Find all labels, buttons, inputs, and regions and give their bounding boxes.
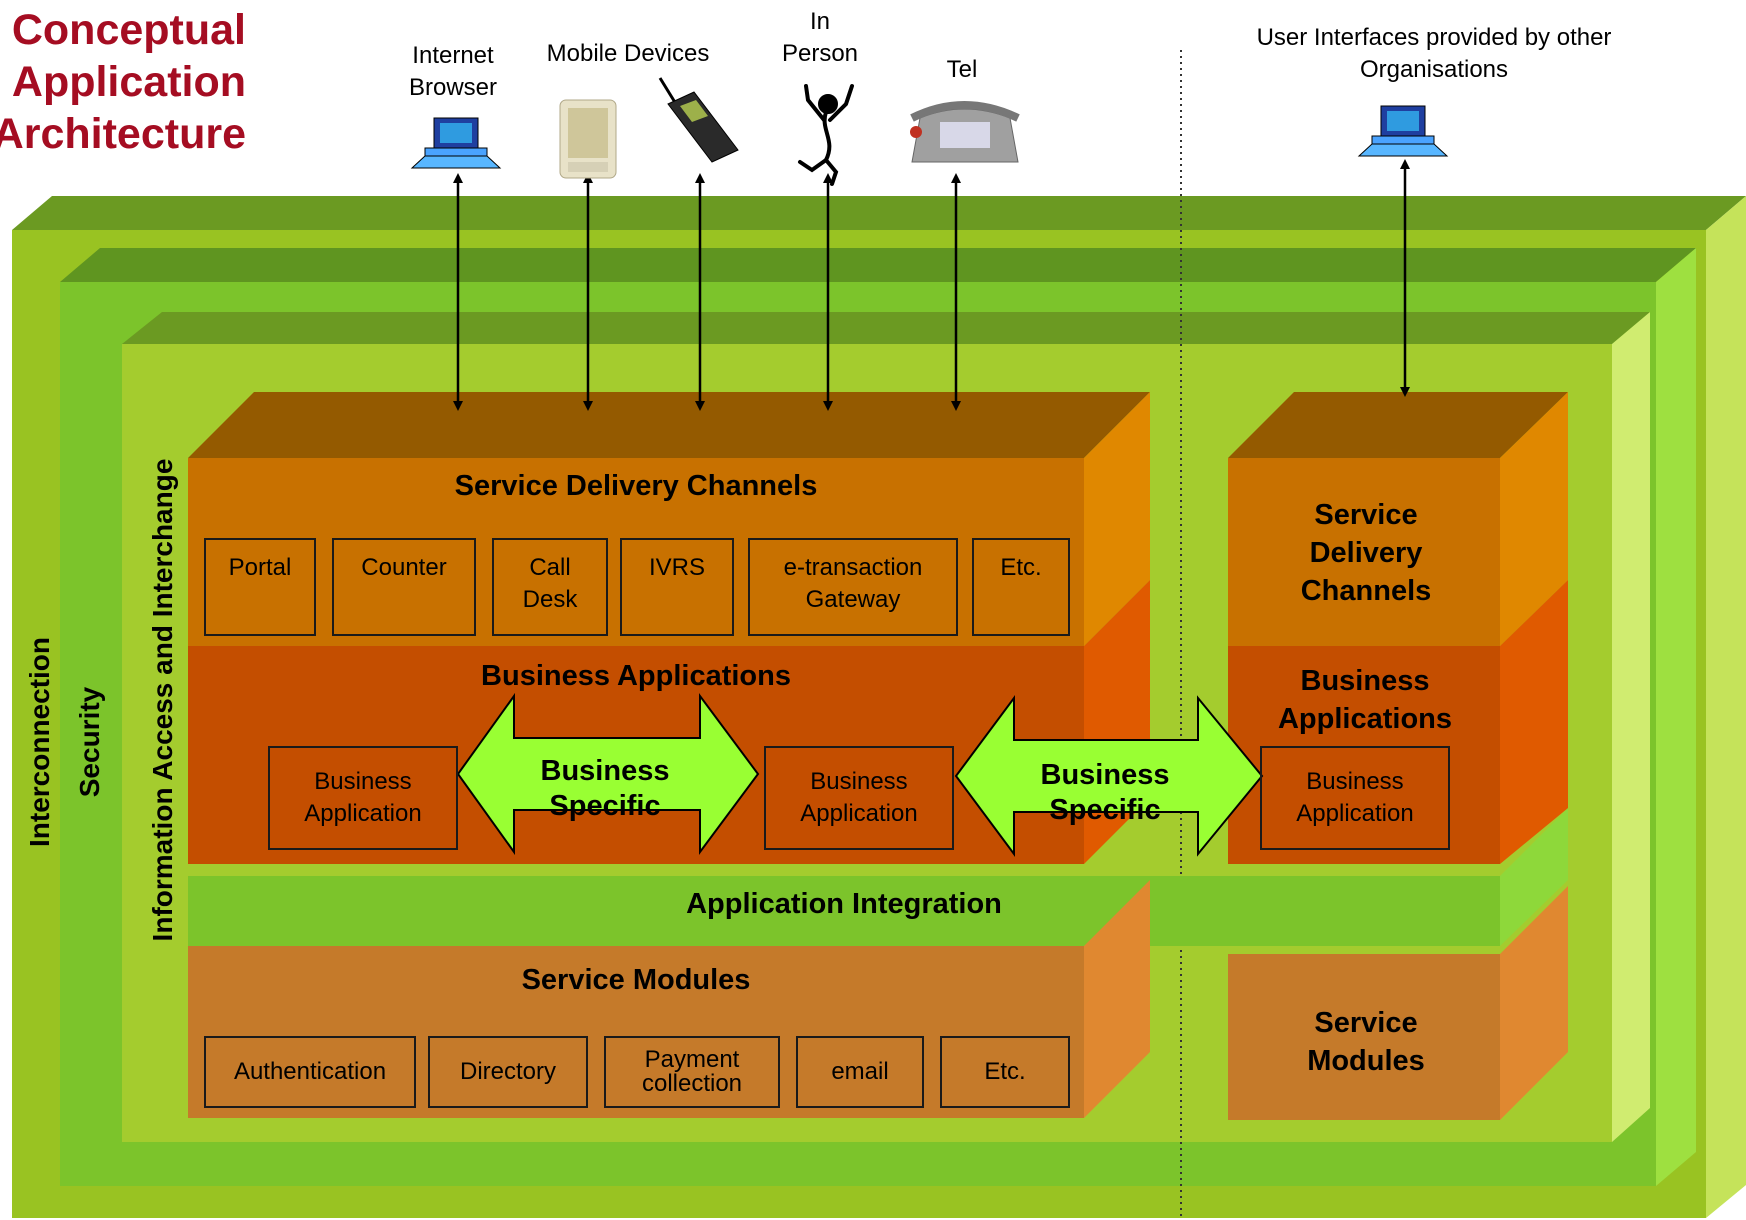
channel-box-ivrs: IVRS: [620, 538, 734, 636]
business-specific-arrow-1: [456, 692, 760, 856]
heading-application-integration: Application Integration: [686, 888, 1002, 920]
heading-business-applications: Business Applications: [481, 660, 791, 692]
module-box-authentication: Authentication: [204, 1036, 416, 1108]
left-sdc-block: [188, 392, 1150, 646]
mobile-phone-icon: [658, 77, 739, 163]
label-tel: Tel: [946, 56, 978, 83]
right-ba-block: [1228, 580, 1568, 864]
module-box-email: email: [796, 1036, 924, 1108]
heading-service-modules: Service Modules: [521, 964, 751, 996]
channel-connector-arrows: [453, 159, 1410, 411]
computer-icon: [410, 117, 502, 169]
channel-box-portal: Portal: [204, 538, 316, 636]
channel-box-counter: Counter: [332, 538, 476, 636]
label-other-organisations: User Interfaces provided by other Organi…: [1256, 24, 1612, 83]
left-sm-block: [188, 880, 1150, 1118]
label-interconnection: Interconnection: [24, 637, 55, 848]
computer-icon-other-orgs: [1357, 105, 1449, 157]
right-sdc-block: [1228, 392, 1568, 646]
label-internet-browser: Internet Browser: [408, 42, 498, 101]
label-in-person: In Person: [781, 8, 859, 67]
title-line-3: Architecture: [0, 110, 246, 158]
channel-box-call-desk: Call Desk: [492, 538, 608, 636]
label-business-specific-2: Business Specific: [1040, 759, 1170, 826]
right-sm-block: [1228, 886, 1568, 1120]
module-box-etc: Etc.: [940, 1036, 1070, 1108]
right-heading-service-delivery-channels: Service Delivery Channels: [1300, 499, 1432, 607]
label-business-specific-1: Business Specific: [540, 755, 670, 822]
right-business-application-box: Business Application: [1260, 746, 1450, 850]
page-title: Conceptual Application Architecture: [0, 4, 246, 160]
business-application-box-1: Business Application: [268, 746, 458, 850]
pda-icon: [559, 99, 617, 179]
label-information-access: Information Access and Interchange: [147, 458, 178, 942]
business-application-box-2: Business Application: [764, 746, 954, 850]
heading-service-delivery-channels: Service Delivery Channels: [454, 470, 818, 502]
business-specific-arrow-2: [954, 694, 1264, 858]
label-mobile-devices: Mobile Devices: [546, 40, 710, 67]
module-box-payment-collection: Payment collection: [604, 1036, 780, 1108]
title-line-1: Conceptual: [11, 6, 246, 54]
title-line-2: Application: [11, 58, 246, 106]
person-icon: [798, 84, 854, 186]
module-box-directory: Directory: [428, 1036, 588, 1108]
telephone-icon: [910, 101, 1020, 163]
channel-box-etc: Etc.: [972, 538, 1070, 636]
label-security: Security: [74, 686, 105, 798]
right-heading-service-modules: Service Modules: [1307, 1007, 1425, 1077]
application-integration-band: [188, 808, 1568, 946]
right-heading-business-applications: Business Applications: [1277, 665, 1452, 735]
channel-box-e-transaction-gateway: e-transaction Gateway: [748, 538, 958, 636]
